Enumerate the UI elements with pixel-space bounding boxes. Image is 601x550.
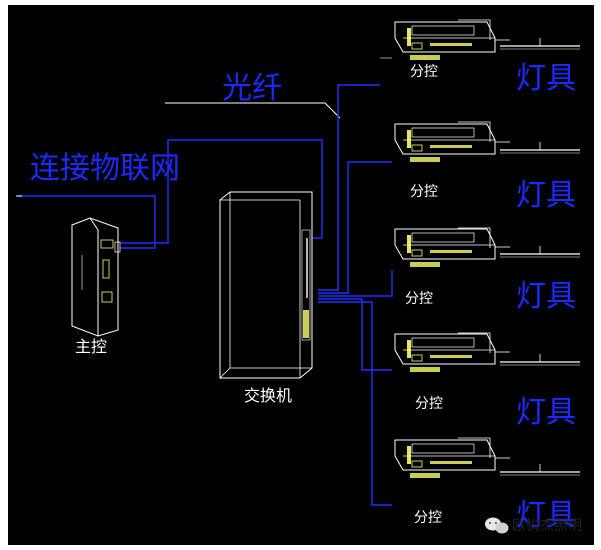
fiber-label: 光纤 (222, 71, 282, 106)
drawing-background (8, 5, 594, 545)
sub-controller-label-2: 分控 (410, 184, 438, 200)
sub-controller-label-5: 分控 (414, 510, 442, 526)
sub-controller-unit-2 (394, 123, 510, 162)
wechat-icon (485, 517, 509, 534)
fiber-trunk-4 (318, 298, 392, 371)
lamp-label-3: 灯具 (516, 279, 576, 314)
iot-input-wire (18, 195, 156, 249)
lamp-fixture-4 (458, 332, 580, 366)
fiber-trunk-2 (318, 161, 392, 294)
watermark: 欧锐杰照明 (485, 517, 582, 534)
lamp-label-4: 灯具 (516, 395, 576, 430)
sub-controller-unit-3 (394, 228, 510, 267)
lamp-fixture-3 (458, 227, 580, 258)
network-switch-device (219, 191, 313, 379)
iot-connect-label: 连接物联网 (30, 151, 180, 186)
switch-label: 交换机 (244, 386, 292, 405)
main-controller-device (71, 217, 121, 337)
fiber-leader-line (165, 102, 341, 119)
sub-controller-label-4: 分控 (415, 396, 443, 412)
lamp-label-2: 灯具 (516, 178, 576, 213)
main-controller-label: 主控 (75, 337, 107, 356)
sub-controller-unit-4 (394, 333, 510, 372)
lamp-label-1: 灯具 (516, 61, 576, 96)
sub-controller-unit-5 (394, 439, 510, 478)
sub-controller-unit-1 (380, 21, 510, 60)
sub-controller-label-1: 分控 (410, 64, 438, 80)
fiber-trunk-3 (318, 270, 393, 297)
fiber-trunk-5 (318, 301, 392, 506)
lamp-fixture-5 (458, 437, 580, 476)
watermark-text: 欧锐杰照明 (512, 518, 582, 534)
controller-to-switch-wire (120, 139, 323, 244)
fiber-trunk-1 (318, 84, 380, 291)
lamp-fixture-1 (458, 19, 580, 50)
sub-controller-label-3: 分控 (405, 291, 433, 307)
lamp-label-5: 灯具 (516, 498, 576, 533)
lamp-fixture-2 (458, 121, 580, 154)
